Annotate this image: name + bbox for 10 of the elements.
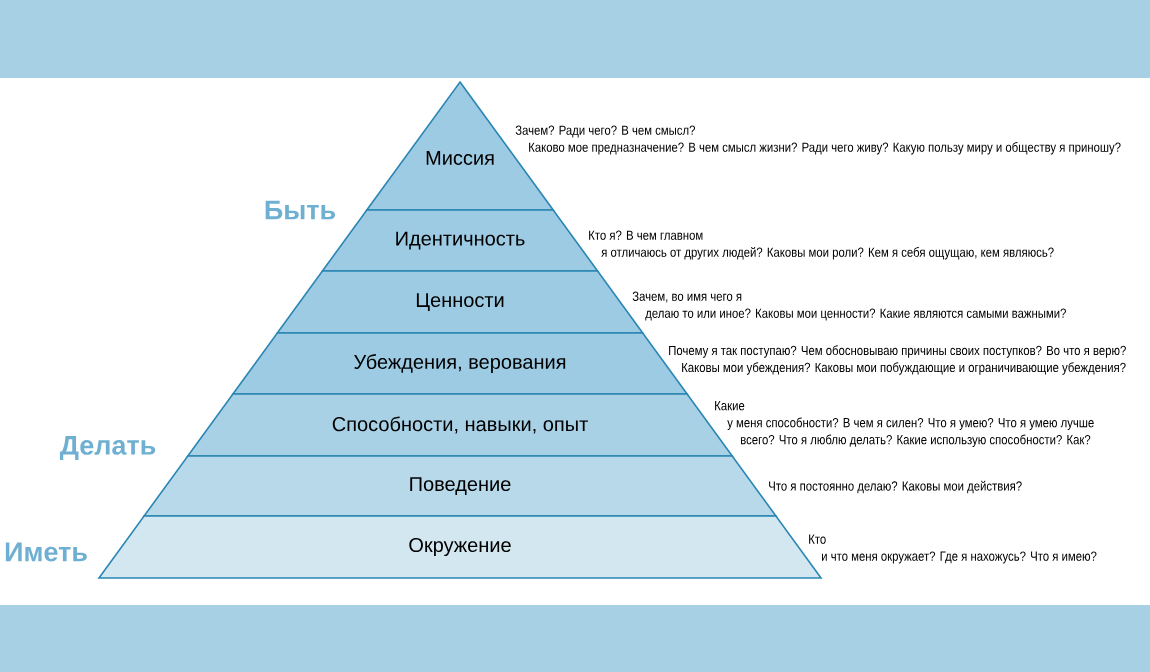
question-text: Кто я? В чем главном я отличаюсь от других людей? Каковы мои роли? Кем я себя ощущаю, кем являюсь? [589,230,1054,260]
question-text: Почему я так поступаю? Чем обосновываю причины своих поступков? Во что я верю? Каковы мои убеждения? Каковы мои побуждающие и ограничивающие убеждения? [669,345,1126,375]
question-text: Какие у меня способности? В чем я силен? Что я умею? Что я умею лучше всего? Что я люблю делать? Какие использую способности? Как? [715,401,1094,447]
side-label: Быть [265,200,336,220]
question-text: Зачем, во имя чего я делаю то или иное? Каковы мои ценности? Какие являются самыми важными? [632,291,1066,321]
question-text: Что я постоянно делаю? Каковы мои действия? [769,480,1022,494]
side-label: Иметь [5,542,87,562]
question-text: Зачем? Ради чего? В чем смысл? Каково мое предназначение? В чем смысл жизни? Ради чего живу? Какую пользу миру и обществу я приношу? [515,125,1121,155]
side-label: Делать [59,436,156,460]
question-text: Кто и что меня окружает? Где я нахожусь? Что я имею? [809,534,1097,564]
